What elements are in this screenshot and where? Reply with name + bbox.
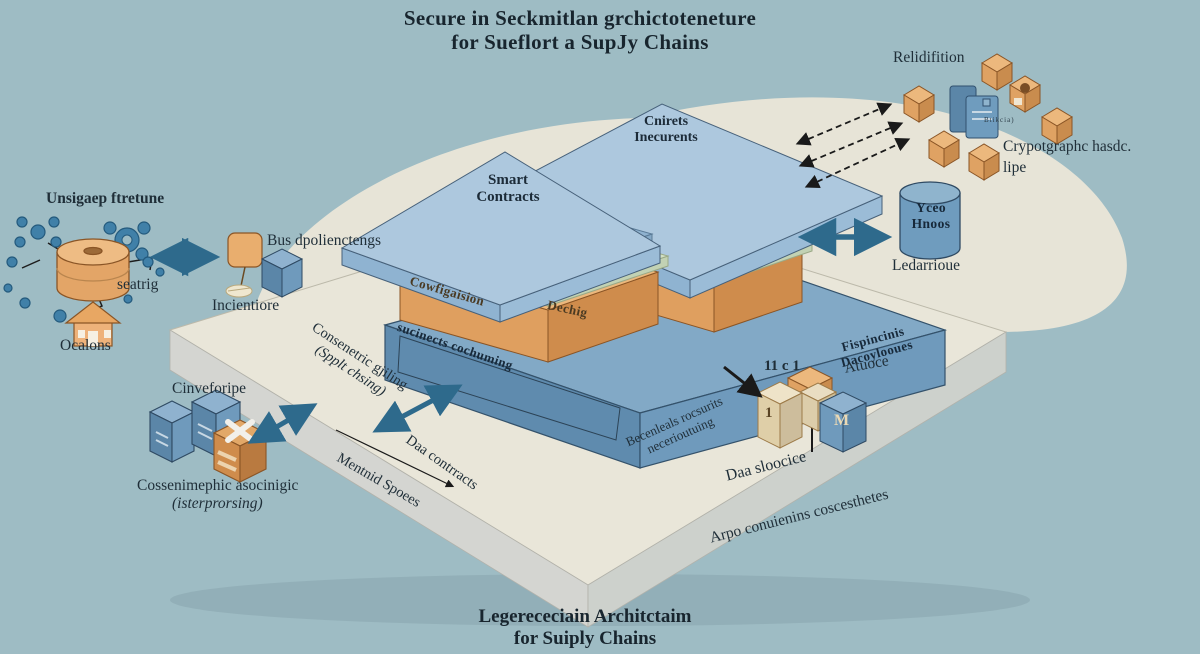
smart-contracts-label: Smart Contracts	[448, 172, 568, 207]
ledger-cylinder-icon	[899, 181, 961, 260]
cnirets-line1: Cnirets	[643, 114, 689, 129]
cnirets-line2: Inecurents	[634, 130, 698, 146]
incentive-heading: Bus dpolienctengs	[267, 232, 382, 249]
cossenimephic-line2: (isterprorsing)	[172, 495, 263, 512]
replication-heading: Relidifition	[893, 49, 965, 66]
left-tower	[340, 151, 670, 363]
arrow-dashed-1	[795, 102, 893, 146]
data-source-cubes-icon	[756, 366, 868, 453]
database-cake-icon	[56, 238, 130, 302]
cube-one-label: 1	[765, 405, 773, 421]
arrows	[149, 102, 911, 488]
smart-contracts-line1: Smart	[488, 172, 528, 188]
bottom-title: Legerececiain Architctaim for Suiply Cha…	[385, 606, 785, 650]
replication-cluster-icon	[903, 53, 1073, 181]
cnirets-label: Cnirets Inecurents	[606, 114, 726, 146]
top-title-line1: Secure in Seckmitlan grchictoteneture	[403, 6, 757, 30]
cube-m-label: M	[834, 412, 850, 429]
ledarrioue-label: Ledarrioue	[892, 257, 960, 274]
cylinder-line2: Hnoos	[911, 215, 951, 231]
incientiore-label: Incientiore	[212, 297, 280, 314]
arrow-consensus-double	[247, 403, 318, 444]
smart-contracts-line2: Contracts	[476, 189, 540, 206]
ocalons-label: Ocalons	[60, 337, 111, 354]
incentive-node-icon	[225, 232, 304, 298]
arrow-dashed-3	[804, 138, 911, 188]
arrow-data-double	[372, 384, 463, 433]
house-icon	[64, 301, 122, 347]
bottom-title-line2: for Suiply Chains	[513, 627, 657, 649]
seatrig-label: seatrig	[117, 276, 159, 293]
eleven-c-label: 11 c 1	[764, 358, 800, 374]
cinveforipe-heading: Cinveforipe	[172, 380, 247, 397]
network-heading: Unsigaep ftretune	[46, 190, 165, 207]
consensus-nodes-icon	[148, 389, 268, 483]
arrow-thin	[335, 429, 455, 488]
cylinder-line1: Yceo	[915, 200, 947, 215]
arrow-black-solid	[723, 365, 763, 398]
top-title: Secure in Seckmitlan grchictoteneture fo…	[330, 6, 830, 54]
server-code-label: Btikcia)	[984, 116, 1015, 124]
crypto-label-line2: lipe	[1003, 159, 1027, 176]
cossenimephic-line1: Cossenimephic asocinigic	[137, 477, 299, 494]
cylinder-label: Yceo Hnoos	[902, 200, 960, 231]
crypto-label-line1: Crypotgraphc hasdc.	[1003, 138, 1132, 155]
top-title-line2: for Sueflort a SupJy Chains	[451, 30, 709, 55]
bottom-title-line1: Legerececiain Architctaim	[478, 606, 692, 627]
